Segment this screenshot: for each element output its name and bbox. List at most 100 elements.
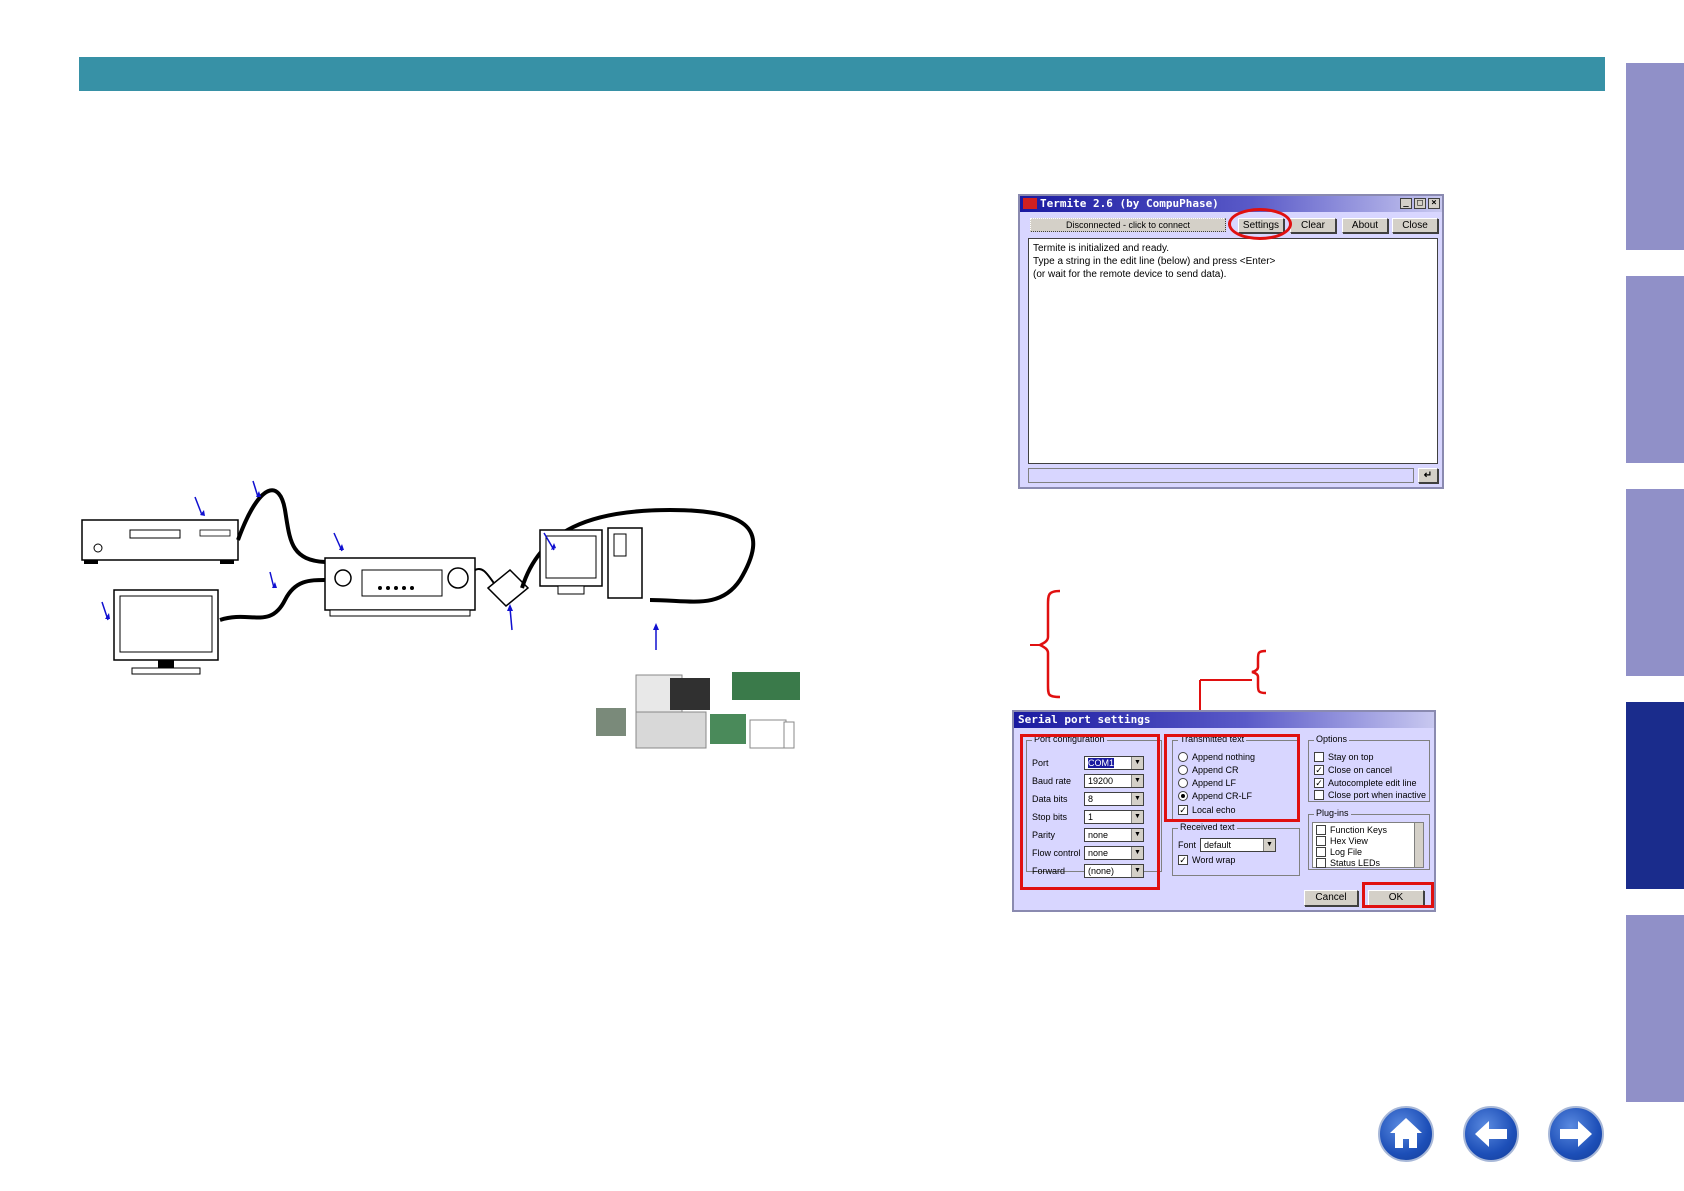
side-tab-5[interactable] [1626, 915, 1684, 1102]
chevron-down-icon: ▼ [1131, 829, 1143, 841]
app-icon [1023, 198, 1037, 209]
data-bits-value: 8 [1088, 794, 1094, 804]
close-port-inactive-checkbox[interactable] [1314, 790, 1324, 800]
stay-on-top-checkbox[interactable] [1314, 752, 1324, 762]
chevron-down-icon: ▼ [1131, 865, 1143, 877]
parity-label: Parity [1032, 830, 1056, 840]
autocomplete-label: Autocomplete edit line [1328, 778, 1417, 788]
autocomplete-checkbox[interactable]: ✓ [1314, 778, 1324, 788]
status-leds-checkbox[interactable] [1316, 858, 1326, 868]
chevron-down-icon: ▼ [1131, 793, 1143, 805]
log-line: (or wait for the remote device to send d… [1033, 269, 1227, 280]
local-echo-checkbox[interactable]: ✓ [1178, 805, 1188, 815]
stop-bits-value: 1 [1088, 812, 1094, 822]
back-button[interactable] [1463, 1106, 1519, 1162]
data-bits-label: Data bits [1032, 794, 1068, 804]
forward-button[interactable] [1548, 1106, 1604, 1162]
transmitted-text-highlight [1164, 734, 1300, 822]
minimize-icon[interactable]: _ [1400, 198, 1412, 209]
chevron-down-icon: ▼ [1131, 811, 1143, 823]
log-line: Type a string in the edit line (below) a… [1033, 256, 1276, 267]
av-receiver-illustration [324, 557, 476, 617]
parity-value: none [1088, 830, 1109, 840]
maximize-icon[interactable]: □ [1414, 198, 1426, 209]
edit-line-input[interactable] [1028, 468, 1414, 483]
parity-select[interactable]: none ▼ [1084, 828, 1144, 842]
local-echo-label: Local echo [1192, 805, 1236, 815]
adapter-illustration [474, 568, 530, 608]
stay-on-top-label: Stay on top [1328, 752, 1374, 762]
side-tab-3[interactable] [1626, 489, 1684, 676]
log-area[interactable]: Termite is initialized and ready. Type a… [1028, 238, 1438, 464]
forward-select[interactable]: (none)▼ [1084, 864, 1144, 878]
append-nothing-label: Append nothing [1192, 752, 1256, 762]
function-keys-label: Function Keys [1330, 825, 1388, 835]
word-wrap-checkbox[interactable]: ✓ [1178, 855, 1188, 865]
plugins-scrollbar[interactable] [1414, 823, 1423, 867]
send-enter-button[interactable]: ↵ [1418, 468, 1438, 483]
port-select[interactable]: COM1▼ [1084, 756, 1144, 770]
termite-title: Termite 2.6 (by CompuPhase) [1040, 197, 1219, 210]
plugins-title: Plug-ins [1314, 808, 1351, 818]
stop-bits-select[interactable]: 1▼ [1084, 810, 1144, 824]
pointer-arrows [101, 480, 659, 650]
append-nothing-radio[interactable] [1178, 752, 1188, 762]
side-tab-2[interactable] [1626, 276, 1684, 463]
arrow-left-icon [1475, 1121, 1507, 1147]
settings-highlight-oval [1228, 208, 1292, 240]
clear-button[interactable]: Clear [1290, 218, 1336, 233]
flow-control-value: none [1088, 848, 1109, 858]
received-text-group: Received text [1172, 822, 1300, 876]
port-config-highlight [1020, 734, 1160, 890]
log-file-label: Log File [1330, 847, 1363, 857]
serial-dialog-titlebar: Serial port settings [1014, 712, 1434, 728]
append-cr-radio[interactable] [1178, 765, 1188, 775]
chevron-down-icon: ▼ [1131, 775, 1143, 787]
arrow-right-icon [1560, 1121, 1592, 1147]
home-icon [1390, 1118, 1422, 1148]
status-leds-label: Status LEDs [1330, 858, 1381, 868]
options-title: Options [1314, 734, 1350, 744]
serial-settings-dialog: Serial port settings Port configuration … [1012, 710, 1436, 912]
side-tab-4-active[interactable] [1626, 702, 1684, 889]
cancel-button[interactable]: Cancel [1304, 890, 1358, 906]
transmitted-text-title: Transmitted text [1178, 734, 1247, 744]
plugins-group: Plug-ins [1308, 808, 1430, 870]
side-tab-1[interactable] [1626, 63, 1684, 250]
hex-view-label: Hex View [1330, 836, 1368, 846]
forward-label: Forward [1032, 866, 1066, 876]
about-button[interactable]: About [1342, 218, 1388, 233]
port-label: Port [1032, 758, 1049, 768]
flow-control-select[interactable]: none▼ [1084, 846, 1144, 860]
baud-rate-select[interactable]: 19200 ▼ [1084, 774, 1144, 788]
function-keys-checkbox[interactable] [1316, 825, 1326, 835]
connect-status-button[interactable]: Disconnected - click to connect [1030, 218, 1226, 232]
close-icon[interactable]: × [1428, 198, 1440, 209]
data-bits-select[interactable]: 8▼ [1084, 792, 1144, 806]
append-cr-lf-label: Append CR-LF [1192, 791, 1253, 801]
baud-rate-value: 19200 [1088, 776, 1114, 786]
log-line: Termite is initialized and ready. [1033, 243, 1169, 254]
port-value: COM1 [1088, 758, 1115, 768]
close-button[interactable]: Close [1392, 218, 1438, 233]
connection-diagram [81, 480, 800, 749]
font-select[interactable]: default▼ [1200, 838, 1276, 852]
home-button[interactable] [1378, 1106, 1434, 1162]
serial-dialog-title: Serial port settings [1018, 713, 1151, 726]
termite-window: Termite 2.6 (by CompuPhase) _ □ × Discon… [1018, 194, 1444, 489]
ok-button-highlight [1362, 882, 1434, 908]
plugins-list[interactable] [1312, 822, 1424, 868]
header-banner [79, 57, 1605, 91]
close-on-cancel-checkbox[interactable]: ✓ [1314, 765, 1324, 775]
append-cr-lf-radio[interactable] [1178, 791, 1188, 801]
stop-bits-label: Stop bits [1032, 812, 1068, 822]
hex-view-checkbox[interactable] [1316, 836, 1326, 846]
tv-illustration [113, 589, 219, 675]
log-file-checkbox[interactable] [1316, 847, 1326, 857]
append-lf-radio[interactable] [1178, 778, 1188, 788]
options-group: Options [1308, 734, 1430, 802]
cable-photo-collage [596, 672, 800, 749]
font-label: Font [1178, 840, 1197, 850]
port-config-title: Port configuration [1032, 734, 1107, 744]
disc-player-illustration [81, 519, 239, 564]
